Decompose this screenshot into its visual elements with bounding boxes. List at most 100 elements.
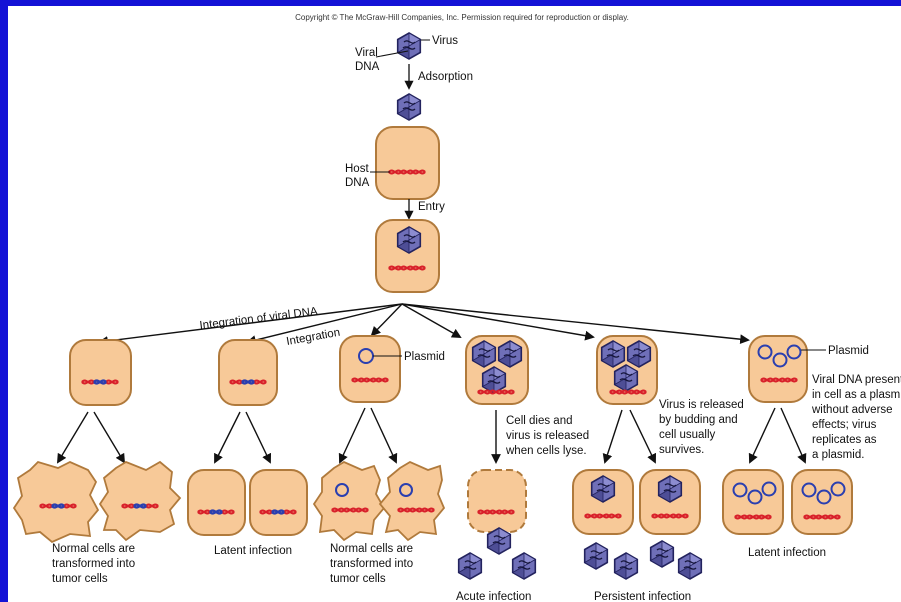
frame-border-top bbox=[0, 0, 901, 6]
infected-cell bbox=[375, 219, 440, 293]
virus-icon bbox=[600, 340, 626, 368]
tumor-cell bbox=[378, 460, 446, 542]
outcome-acute: Acute infection bbox=[456, 591, 531, 602]
label-plasmid-note-line3: without adverse bbox=[811, 404, 893, 416]
label-plasmid-a: Plasmid bbox=[404, 351, 445, 363]
virus-icon bbox=[511, 552, 537, 580]
label-plasmid-note-line2: in cell as a plasmid bbox=[812, 389, 901, 401]
branch-cell-integration-a bbox=[69, 339, 132, 406]
label-viral-dna-line1: Viral bbox=[355, 47, 378, 59]
host-dna-icon bbox=[350, 377, 390, 383]
lysed-cell bbox=[467, 469, 527, 533]
integrated-dna-icon bbox=[196, 509, 236, 515]
label-plasmid-b: Plasmid bbox=[828, 345, 869, 357]
label-host-dna-line1: Host bbox=[345, 163, 369, 175]
host-dna-icon bbox=[396, 507, 436, 513]
latent-plasmid-cell bbox=[722, 469, 784, 535]
label-host-dna-line2: DNA bbox=[345, 177, 370, 189]
plasmid-icon bbox=[335, 483, 349, 497]
label-budding-line1: Virus is released bbox=[659, 399, 744, 411]
virus-icon bbox=[590, 475, 616, 503]
host-dna-icon bbox=[387, 265, 427, 271]
virus-icon bbox=[486, 527, 512, 555]
virus-icon bbox=[457, 552, 483, 580]
latent-cell bbox=[249, 469, 308, 536]
label-lysis-line1: Cell dies and bbox=[506, 415, 572, 427]
virus-icon bbox=[626, 340, 652, 368]
label-virus: Virus bbox=[432, 35, 458, 47]
integrated-dna-icon bbox=[258, 509, 298, 515]
host-dna-icon bbox=[759, 377, 799, 383]
plasmid-icon bbox=[801, 482, 817, 498]
label-viral-dna-line2: DNA bbox=[355, 61, 380, 73]
outcome-transformed-a-line2: transformed into bbox=[52, 558, 135, 570]
virus-icon bbox=[649, 540, 675, 568]
virus-icon bbox=[677, 552, 703, 580]
plasmid-icon bbox=[757, 344, 773, 360]
outcome-latent-a: Latent infection bbox=[214, 545, 292, 557]
virus-icon bbox=[497, 340, 523, 368]
integrated-dna-icon bbox=[228, 379, 268, 385]
label-lysis-line2: virus is released bbox=[506, 430, 589, 442]
outcome-transformed-a-line1: Normal cells are bbox=[52, 543, 135, 555]
virus-icon bbox=[471, 340, 497, 368]
outcome-persistent: Persistent infection bbox=[594, 591, 691, 602]
label-plasmid-note-line4: effects; virus bbox=[812, 419, 877, 431]
plasmid-icon bbox=[830, 481, 846, 497]
branch-cell-plasmid-a bbox=[339, 335, 401, 403]
label-budding-line4: survives. bbox=[659, 444, 704, 456]
integrated-dna-icon bbox=[80, 379, 120, 385]
label-integration-viral-dna: Integration of viral DNA bbox=[199, 306, 319, 332]
outcome-transformed-b-line3: tumor cells bbox=[330, 573, 386, 585]
latent-cell bbox=[187, 469, 246, 536]
latent-plasmid-cell bbox=[791, 469, 853, 535]
branch-cell-integration-b bbox=[218, 339, 278, 406]
host-dna-icon bbox=[802, 514, 842, 520]
label-entry: Entry bbox=[418, 201, 445, 213]
label-lysis-line3: when cells lyse. bbox=[505, 445, 587, 457]
branch-cell-plasmid-b bbox=[748, 335, 808, 403]
outcome-transformed-a-line3: tumor cells bbox=[52, 573, 108, 585]
virus-icon bbox=[583, 542, 609, 570]
host-cell bbox=[375, 126, 440, 200]
plasmid-icon bbox=[399, 483, 413, 497]
virus-icon bbox=[396, 93, 422, 121]
outcome-transformed-b-line2: transformed into bbox=[330, 558, 413, 570]
host-dna-icon bbox=[608, 389, 648, 395]
label-integration: Integration bbox=[285, 327, 341, 348]
label-plasmid-note-line6: a plasmid. bbox=[812, 449, 864, 461]
label-budding-line2: by budding and bbox=[659, 414, 738, 426]
host-dna-icon bbox=[733, 514, 773, 520]
plasmid-icon bbox=[816, 489, 832, 505]
virus-icon bbox=[396, 32, 422, 60]
virus-icon bbox=[613, 552, 639, 580]
host-dna-icon bbox=[583, 513, 623, 519]
integrated-dna-icon bbox=[38, 503, 78, 509]
tumor-cell bbox=[312, 460, 386, 542]
outcome-latent-b: Latent infection bbox=[748, 547, 826, 559]
tumor-cell bbox=[98, 460, 182, 542]
frame-border-left bbox=[0, 0, 8, 602]
host-dna-icon bbox=[387, 169, 427, 175]
host-dna-icon bbox=[650, 513, 690, 519]
host-dna-icon bbox=[330, 507, 370, 513]
label-plasmid-note-line5: replicates as bbox=[812, 434, 877, 446]
plasmid-icon bbox=[747, 489, 763, 505]
branch-arrows bbox=[98, 303, 750, 346]
virus-icon bbox=[657, 475, 683, 503]
label-adsorption: Adsorption bbox=[418, 71, 473, 83]
plasmid-icon bbox=[772, 352, 788, 368]
virus-icon bbox=[396, 226, 422, 254]
virus-icon bbox=[613, 364, 639, 392]
outcome-transformed-b-line1: Normal cells are bbox=[330, 543, 413, 555]
host-dna-icon bbox=[476, 389, 516, 395]
plasmid-icon bbox=[732, 482, 748, 498]
integrated-dna-icon bbox=[120, 503, 160, 509]
plasmid-icon bbox=[786, 344, 802, 360]
label-budding-line3: cell usually bbox=[659, 429, 715, 441]
tumor-cell bbox=[12, 460, 100, 544]
label-plasmid-note-line1: Viral DNA present bbox=[812, 374, 901, 386]
plasmid-icon bbox=[761, 481, 777, 497]
